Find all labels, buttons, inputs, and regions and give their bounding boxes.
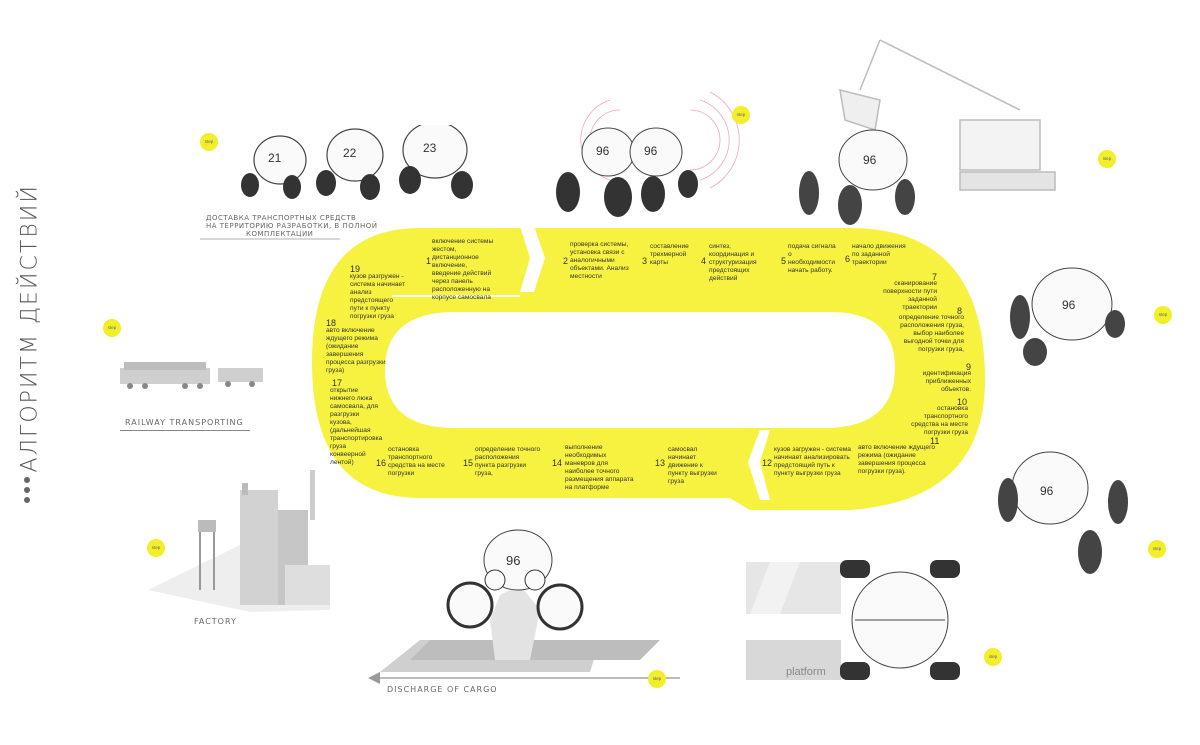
step-badge: step [200, 133, 218, 151]
platform-illustration [746, 562, 841, 680]
step-text: синтез, координация и структуризация пре… [709, 243, 757, 282]
step-number: 17 [332, 378, 343, 388]
chevron-separator [748, 430, 770, 500]
divider [120, 430, 250, 431]
step-number: 18 [326, 318, 337, 328]
factory-illustration [148, 470, 330, 612]
platform-label: platform [786, 666, 826, 678]
vehicle-number: 23 [423, 141, 437, 155]
step-number: 12 [762, 458, 773, 468]
step-number: 8 [957, 306, 963, 316]
vehicle-number: 96 [1062, 298, 1076, 312]
step-badge: step [1154, 306, 1172, 324]
step-text: начало движения по заданной траектории [852, 243, 906, 266]
step-text: определение точного расположения пункта … [475, 446, 541, 477]
rover-icon [241, 121, 473, 200]
rover-top-view-icon [840, 560, 960, 680]
step-badge: step [648, 670, 666, 688]
step-badge: step [1148, 540, 1166, 558]
step-number: 9 [966, 362, 972, 372]
vehicle-number: 22 [343, 146, 357, 160]
delivery-line: ДОСТАВКА ТРАНСПОРТНЫХ СРЕДСТВ [206, 214, 357, 222]
step-number: 15 [463, 458, 474, 468]
step-badge: step [147, 539, 165, 557]
vehicle-number: 96 [596, 144, 610, 158]
vehicle-number: 96 [863, 153, 877, 167]
factory-label: FACTORY [194, 617, 237, 626]
step-badge: step [103, 319, 121, 337]
step-text: авто включение ждущего режима (ожидание … [858, 444, 936, 475]
step-number: 19 [350, 264, 361, 274]
step-number: 13 [655, 458, 666, 468]
step-text: открытие нижнего люка самосвала, для раз… [330, 387, 383, 466]
step-number: 7 [932, 272, 938, 282]
rover-icon [446, 529, 584, 631]
step-text: идентификация приближенных объектов. [922, 370, 971, 393]
step-number: 5 [781, 256, 787, 266]
step-text: проверка системы, установка связи с анал… [570, 241, 629, 280]
vehicle-discharge: 96 [440, 525, 590, 635]
step-text: самосвал начинает движение к пункту выгр… [668, 446, 717, 485]
step-badge: step [984, 648, 1002, 666]
step-number: 1 [426, 256, 432, 266]
step-text: авто включение ждущего режима (ожидание … [326, 327, 386, 374]
rover-icon [556, 127, 698, 217]
step-number: 11 [930, 436, 940, 446]
dot-icon [24, 497, 30, 503]
step-number: 4 [701, 256, 707, 266]
vehicle-number: 96 [506, 553, 521, 568]
step-number: 3 [642, 256, 648, 266]
vehicle-right-bottom: 96 [990, 440, 1140, 580]
step-text: кузов загружен - система начинает анализ… [774, 446, 851, 477]
step-text: кузов разгружен - система начинает анали… [350, 273, 405, 320]
step-number: 6 [845, 254, 851, 264]
vehicle-scan: 96 96 [548, 122, 708, 222]
step-number: 16 [376, 458, 387, 468]
delivery-note: ДОСТАВКА ТРАНСПОРТНЫХ СРЕДСТВ НА ТЕРРИТО… [206, 214, 378, 238]
discharge-label: DISCHARGE OF CARGO [387, 685, 498, 694]
rover-icon [799, 129, 915, 225]
delivery-line: НА ТЕРРИТОРИЮ РАЗРАБОТКИ, В ПОЛНОЙ [206, 222, 378, 230]
railway-label: RAILWAY TRANSPORTING [125, 418, 244, 427]
vehicle-number: 96 [644, 144, 658, 158]
chevron-separator [520, 226, 545, 292]
step-text: выполнение необходимых маневров для наиб… [565, 444, 634, 491]
step-text: остановка транспортного средства на мест… [388, 446, 445, 477]
vehicle-loading: 96 [795, 125, 935, 225]
step-number: 2 [563, 256, 569, 266]
step-text: подача сигнала о необходимости начать ра… [788, 243, 836, 274]
vehicle-platform [835, 555, 965, 685]
vehicle-number: 21 [268, 151, 282, 165]
step-number: 14 [552, 458, 563, 468]
step-number: 10 [957, 397, 968, 407]
step-text: остановка транспортного средства на мест… [911, 405, 968, 436]
vehicle-group-delivery: 21 22 23 [230, 121, 500, 215]
dot-icon [24, 487, 30, 493]
rover-icon [1010, 267, 1125, 366]
vehicle-number: 96 [1040, 484, 1054, 498]
dot-icon [24, 477, 30, 483]
step-text: сканирование поверхности пути заданной т… [883, 280, 937, 311]
vehicle-right-top: 96 [1000, 262, 1140, 372]
step-text: включение системы жестом, дистанционное … [432, 238, 494, 301]
rover-icon [998, 451, 1128, 574]
discharge-illustration [368, 585, 680, 684]
step-badge: step [1098, 150, 1116, 168]
railway-illustration [120, 362, 263, 389]
step-text: определение точного расположения груза, … [898, 314, 964, 353]
excavator-illustration [839, 39, 1056, 191]
step-badge: step [732, 106, 750, 124]
delivery-line: КОМПЛЕКТАЦИИ [246, 230, 314, 238]
step-text: составление трехмерной карты [650, 243, 689, 266]
loop-inner [385, 312, 895, 428]
